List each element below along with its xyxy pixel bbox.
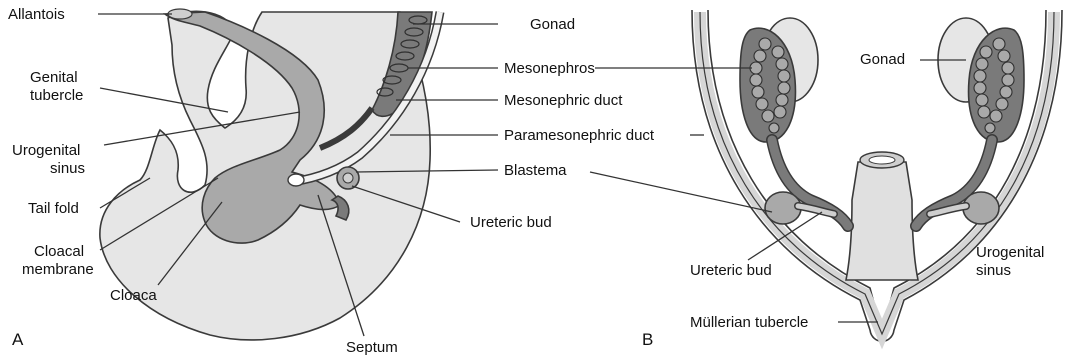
panel-a: Allantois Genital tubercle Urogenital si… xyxy=(8,6,655,356)
label-mesonephros-a: Mesonephros xyxy=(504,60,595,77)
urogenital-sinus-b xyxy=(846,162,918,280)
panel-b: Gonad Ureteric bud Urogenital sinus Müll… xyxy=(590,10,1062,349)
label-urogenital-b-line2: sinus xyxy=(976,262,1011,279)
label-urogenital-line2: sinus xyxy=(50,160,85,177)
panel-letter-b: B xyxy=(642,330,653,349)
label-mullerian-tubercle: Müllerian tubercle xyxy=(690,314,808,331)
label-urogenital-b-line1: Urogenital xyxy=(976,244,1044,261)
label-septum: Septum xyxy=(346,339,398,356)
septum-opening xyxy=(288,174,304,186)
leader-genital-tubercle xyxy=(100,88,228,112)
label-cloacal-line1: Cloacal xyxy=(34,243,84,260)
label-gonad-b: Gonad xyxy=(860,51,905,68)
label-ureteric-bud-a: Ureteric bud xyxy=(470,214,552,231)
label-gonad-a: Gonad xyxy=(530,16,575,33)
label-genital-line1: Genital xyxy=(30,69,78,86)
label-allantois: Allantois xyxy=(8,6,65,23)
label-blastema: Blastema xyxy=(504,162,567,179)
label-cloaca: Cloaca xyxy=(110,287,157,304)
panel-letter-a: A xyxy=(12,330,24,349)
label-mesonephric-duct: Mesonephric duct xyxy=(504,92,623,109)
label-genital-line2: tubercle xyxy=(30,87,83,104)
label-ureteric-bud-b: Ureteric bud xyxy=(690,262,772,279)
label-urogenital-line1: Urogenital xyxy=(12,142,80,159)
label-tail-fold: Tail fold xyxy=(28,200,79,217)
label-cloacal-line2: membrane xyxy=(22,261,94,278)
label-paramesonephric-duct: Paramesonephric duct xyxy=(504,127,655,144)
